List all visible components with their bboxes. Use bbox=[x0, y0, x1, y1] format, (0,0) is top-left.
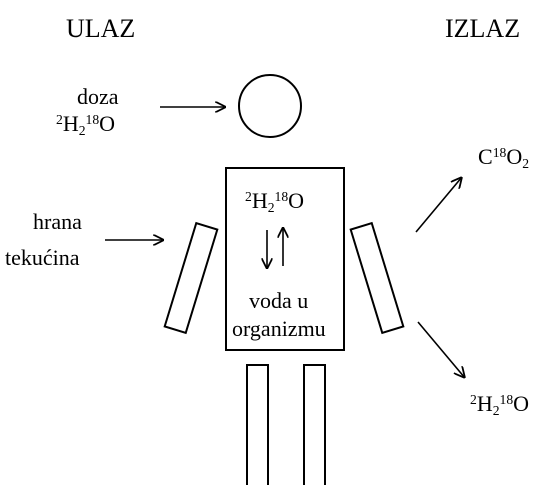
figure-left-leg bbox=[246, 364, 269, 485]
figure-left-arm bbox=[163, 221, 219, 335]
dose-label: doza bbox=[77, 84, 119, 109]
co2-output-formula: C18O2 bbox=[478, 144, 530, 172]
body-water-label-line2: organizmu bbox=[232, 316, 326, 341]
body-water-label-line1: voda u bbox=[249, 288, 309, 313]
figure-head bbox=[238, 74, 302, 138]
figure-right-arm bbox=[349, 221, 405, 335]
output-header: IZLAZ bbox=[445, 14, 521, 43]
food-label: hrana bbox=[33, 209, 82, 234]
figure-right-leg bbox=[303, 364, 326, 485]
figure-torso bbox=[225, 167, 345, 351]
input-header: ULAZ bbox=[66, 14, 136, 43]
co2-output-arrow bbox=[415, 177, 462, 233]
water-output-formula: 2H218O bbox=[470, 391, 530, 419]
fluid-label: tekućina bbox=[5, 245, 80, 270]
water-output-arrow bbox=[417, 321, 465, 378]
body-isotope-formula: 2H218O bbox=[245, 188, 305, 216]
dose-isotope-formula: 2H218O bbox=[56, 111, 116, 139]
